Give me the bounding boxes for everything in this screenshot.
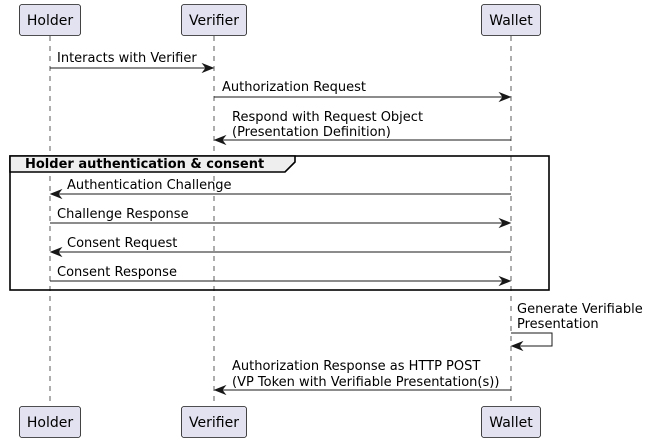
arrow-right (201, 62, 215, 74)
participant-holder-label-bottom: Holder (27, 415, 73, 431)
message-challenge-response: Challenge Response (50, 207, 512, 229)
participant-wallet-bottom: Wallet (481, 406, 541, 438)
participant-wallet-label-bottom: Wallet (489, 415, 533, 431)
message-label: Generate Verifiable (517, 302, 643, 317)
message-label: Authorization Response as HTTP POST (232, 359, 480, 374)
message-label: Consent Response (57, 265, 177, 280)
message-authentication-challenge: Authentication Challenge (49, 178, 511, 200)
message-label-line2: (Presentation Definition) (232, 125, 391, 140)
message-authorization-request: Authorization Request (214, 80, 512, 103)
message-label: Authorization Request (222, 80, 366, 95)
message-authorization-response: Authorization Response as HTTP POST (VP … (213, 359, 511, 396)
arrow-right (498, 217, 512, 229)
message-consent-request: Consent Request (49, 236, 511, 258)
arrow-left (49, 188, 63, 200)
message-label: Consent Request (67, 236, 177, 251)
arrow-right (498, 91, 512, 103)
participant-wallet-top: Wallet (481, 4, 541, 36)
participant-verifier-bottom: Verifier (181, 406, 247, 438)
arrow-right (498, 275, 512, 287)
message-label-line2: (VP Token with Verifiable Presentation(s… (232, 375, 499, 390)
message-label: Challenge Response (57, 207, 189, 222)
participant-verifier-label-bottom: Verifier (189, 415, 239, 431)
arrow-left (49, 246, 63, 258)
message-respond-with-request-object: Respond with Request Object (Presentatio… (213, 110, 511, 146)
participant-verifier-label: Verifier (189, 13, 239, 29)
participant-holder-bottom: Holder (19, 406, 81, 438)
arrow-left (510, 340, 524, 352)
message-consent-response: Consent Response (50, 265, 512, 287)
group-tab (9, 155, 296, 173)
group-label: Holder authentication & consent (25, 157, 264, 172)
participant-verifier-top: Verifier (181, 4, 247, 36)
arrow-left (213, 384, 227, 396)
arrow-left (213, 134, 227, 146)
message-label: Respond with Request Object (232, 110, 423, 125)
message-interacts-with-verifier: Interacts with Verifier (50, 51, 215, 74)
participant-holder-label: Holder (27, 13, 73, 29)
participant-wallet-label: Wallet (489, 13, 533, 29)
message-label-line2: Presentation (517, 317, 599, 332)
message-generate-verifiable-presentation: Generate Verifiable Presentation (510, 302, 643, 352)
message-label: Authentication Challenge (67, 178, 232, 193)
participant-holder-top: Holder (19, 4, 81, 36)
message-label: Interacts with Verifier (57, 51, 197, 66)
group-holder-auth-consent: Holder authentication & consent (9, 155, 550, 291)
